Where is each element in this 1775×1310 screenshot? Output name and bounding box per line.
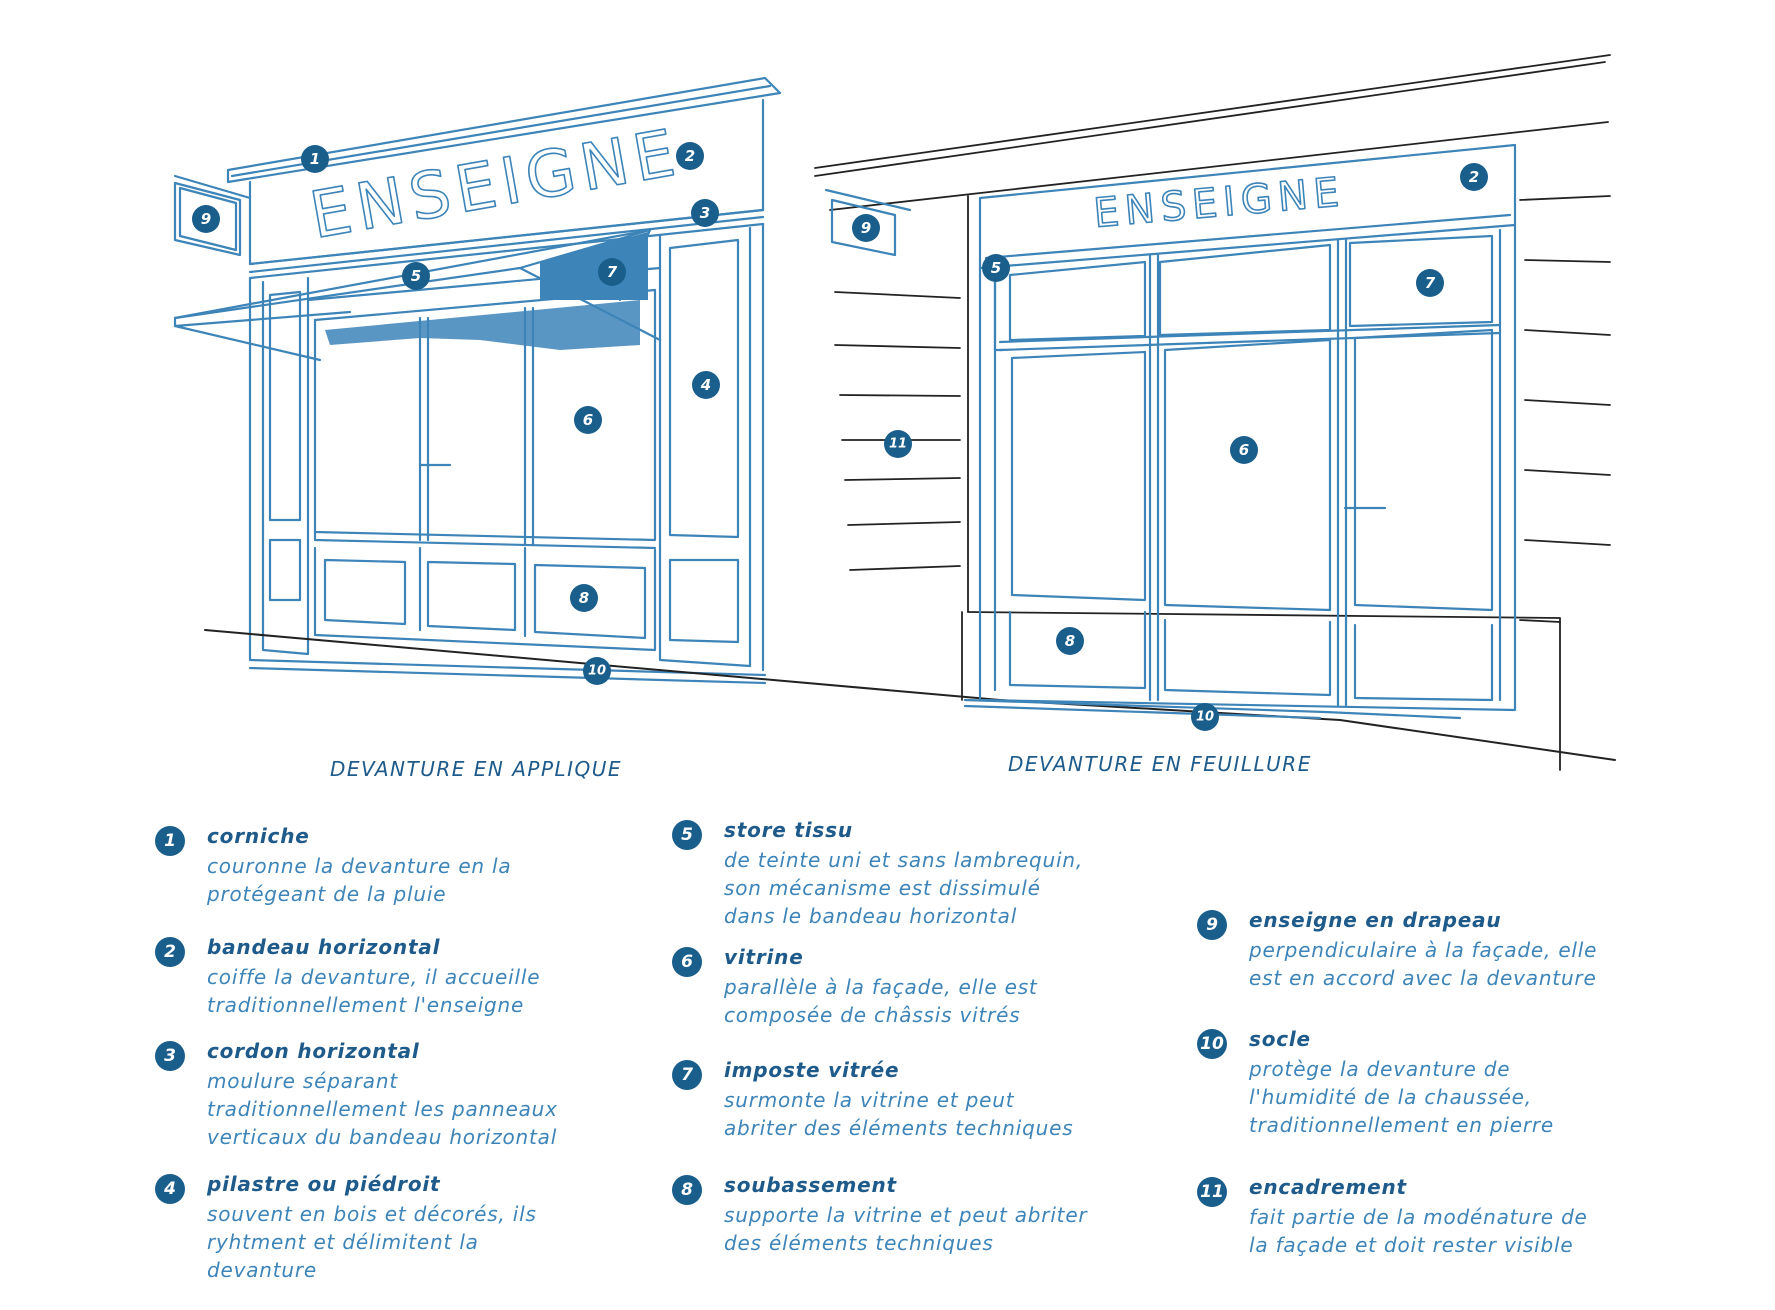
svg-text:4: 4: [700, 376, 711, 394]
legend-badge: 8: [672, 1175, 702, 1205]
marker-8-right: 8: [1056, 627, 1084, 655]
marker-4-left: 4: [692, 371, 720, 399]
ground-line: [204, 629, 1616, 761]
legend-badge: 6: [672, 947, 702, 977]
marker-5-left: 5: [402, 262, 430, 290]
marker-1-left: 1: [301, 145, 329, 173]
legend-badge: 5: [672, 820, 702, 850]
legend-badge: 3: [155, 1041, 185, 1071]
caption-feuillure: DEVANTURE EN FEUILLURE: [1008, 752, 1312, 776]
marker-2-left: 2: [676, 142, 704, 170]
marker-6-left: 6: [574, 406, 602, 434]
right-storefront: [824, 143, 1517, 720]
svg-text:1: 1: [310, 150, 320, 168]
legend-badge: 9: [1197, 910, 1227, 940]
marker-3-left: 3: [691, 199, 719, 227]
legend-term: corniche: [207, 824, 310, 848]
caption-applique: DEVANTURE EN APPLIQUE: [330, 757, 623, 781]
svg-text:7: 7: [607, 263, 618, 281]
svg-text:10: 10: [1196, 710, 1214, 725]
legend-badge: 11: [1197, 1177, 1227, 1207]
legend-badge: 1: [155, 826, 185, 856]
marker-9-right: 9: [852, 214, 880, 242]
svg-text:11: 11: [889, 437, 907, 452]
svg-text:2: 2: [1469, 168, 1479, 186]
marker-5-right: 5: [982, 254, 1010, 282]
legend-term: imposte vitrée: [724, 1058, 900, 1082]
legend-desc: parallèle à la façade, elle est composée…: [724, 975, 1038, 1027]
svg-text:6: 6: [583, 411, 593, 429]
svg-text:9: 9: [861, 219, 871, 237]
awning-shading: [540, 232, 648, 300]
svg-text:8: 8: [1065, 632, 1075, 650]
legend-term: bandeau horizontal: [207, 935, 441, 959]
legend-badge: 4: [155, 1174, 185, 1204]
svg-text:10: 10: [588, 664, 606, 679]
svg-text:5: 5: [991, 259, 1001, 277]
legend-desc: coiffe la devanture, il accueille tradit…: [207, 965, 541, 1017]
legend-term: pilastre ou piédroit: [207, 1172, 441, 1196]
legend-desc: souvent en bois et décorés, ils ryhtment…: [207, 1202, 537, 1282]
svg-text:8: 8: [579, 589, 589, 607]
legend-desc: supporte la vitrine et peut abriter des …: [724, 1203, 1088, 1255]
legend-desc: de teinte uni et sans lambrequin, son mé…: [724, 848, 1084, 928]
marker-7-right: 7: [1416, 269, 1444, 297]
legend-term: soubassement: [724, 1173, 897, 1197]
markers: 1 2 3 4 5 6 7 8 9 10 2 5 6 7 8 9 10 11: [192, 142, 1488, 731]
svg-text:5: 5: [411, 267, 421, 285]
svg-text:3: 3: [700, 204, 710, 222]
legend-desc: surmonte la vitrine et peut abriter des …: [724, 1088, 1074, 1140]
right-sign-text: ENSEIGNE: [1092, 169, 1347, 237]
svg-text:7: 7: [1425, 274, 1436, 292]
awning-shading-lower: [325, 300, 640, 350]
legend-term: cordon horizontal: [207, 1039, 420, 1063]
marker-9-left: 9: [192, 205, 220, 233]
left-storefront: [173, 76, 782, 685]
legend-term: enseigne en drapeau: [1249, 908, 1502, 932]
legend-badge: 7: [672, 1060, 702, 1090]
legend-badge: 10: [1197, 1029, 1227, 1059]
marker-11-right: 11: [884, 430, 912, 458]
legend-term: encadrement: [1249, 1175, 1407, 1199]
right-building: [814, 54, 1611, 771]
legend-term: socle: [1249, 1027, 1311, 1051]
marker-10-left: 10: [583, 657, 611, 685]
svg-text:2: 2: [685, 147, 695, 165]
legend-desc: moulure séparant traditionnellement les …: [207, 1069, 558, 1149]
legend-term: vitrine: [724, 945, 804, 969]
svg-text:9: 9: [201, 210, 211, 228]
marker-8-left: 8: [570, 584, 598, 612]
marker-7-left: 7: [598, 258, 626, 286]
storefront-diagram: ENSEIGNE: [173, 54, 1616, 771]
legend-desc: protège la devanture de l'humidité de la…: [1249, 1057, 1554, 1137]
svg-text:6: 6: [1239, 441, 1249, 459]
legend-desc: fait partie de la modénature de la façad…: [1249, 1205, 1588, 1257]
marker-6-right: 6: [1230, 436, 1258, 464]
legend-term: store tissu: [724, 818, 853, 842]
legend-badge: 2: [155, 937, 185, 967]
marker-2-right: 2: [1460, 163, 1488, 191]
marker-10-right: 10: [1191, 703, 1219, 731]
legend-desc: perpendiculaire à la façade, elle est en…: [1249, 938, 1598, 990]
legend-desc: couronne la devanture en la protégeant d…: [207, 854, 512, 906]
